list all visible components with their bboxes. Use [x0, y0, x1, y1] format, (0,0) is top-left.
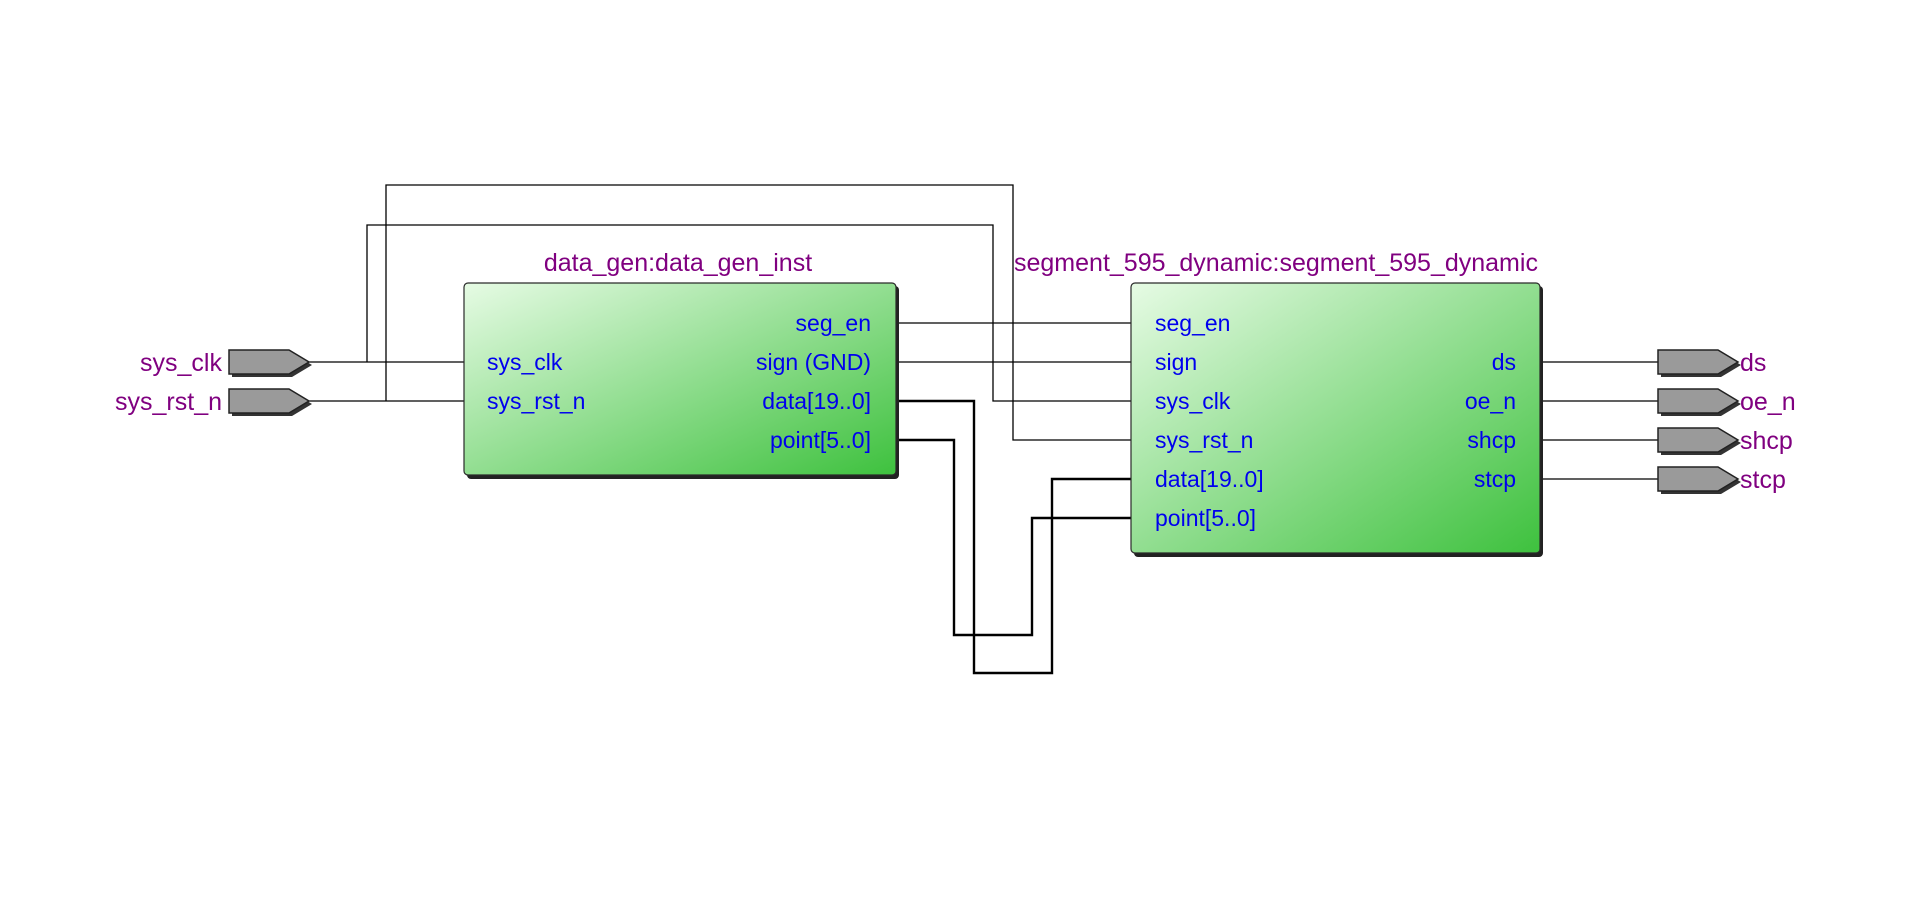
port-segment-sys-clk[interactable]: sys_clk	[1155, 388, 1231, 414]
block-data-gen-title: data_gen:data_gen_inst	[544, 249, 812, 277]
wire-sys-clk[interactable]	[309, 224, 1131, 402]
port-data-gen-seg-en[interactable]: seg_en	[796, 310, 871, 336]
wire-data-bus[interactable]	[898, 399, 1131, 675]
input-pin-icon	[228, 388, 311, 414]
output-label-ds: ds	[1740, 349, 1766, 377]
block-segment-595-dynamic[interactable]: segment_595_dynamic:segment_595_dynamic …	[1014, 249, 1543, 557]
wire-sys-rst-n[interactable]	[309, 184, 1131, 441]
port-segment-sign[interactable]: sign	[1155, 349, 1197, 375]
output-label-shcp: shcp	[1740, 427, 1793, 455]
port-segment-oe-n[interactable]: oe_n	[1465, 388, 1516, 414]
output-pin-shcp[interactable]: shcp	[1657, 427, 1793, 455]
wire-point-bus[interactable]	[898, 438, 1131, 637]
port-segment-sys-rst-n[interactable]: sys_rst_n	[1155, 427, 1253, 453]
wires	[309, 184, 1658, 675]
port-data-gen-sys-rst-n[interactable]: sys_rst_n	[487, 388, 585, 414]
port-data-gen-point[interactable]: point[5..0]	[770, 427, 871, 453]
input-label-sys-rst-n: sys_rst_n	[115, 388, 222, 416]
output-pin-ds[interactable]: ds	[1657, 349, 1766, 377]
port-segment-shcp[interactable]: shcp	[1467, 427, 1516, 453]
input-pin-sys-clk[interactable]: sys_clk	[140, 349, 312, 377]
output-label-oe-n: oe_n	[1740, 388, 1796, 416]
port-data-gen-sign[interactable]: sign (GND)	[756, 349, 871, 375]
port-segment-point[interactable]: point[5..0]	[1155, 505, 1256, 531]
block-segment-title: segment_595_dynamic:segment_595_dynamic	[1014, 249, 1538, 277]
output-label-stcp: stcp	[1740, 466, 1786, 494]
output-pin-oe-n[interactable]: oe_n	[1657, 388, 1796, 416]
output-pin-icon	[1657, 388, 1740, 414]
input-pin-icon	[228, 349, 311, 375]
port-data-gen-sys-clk[interactable]: sys_clk	[487, 349, 563, 375]
port-segment-ds[interactable]: ds	[1492, 349, 1516, 375]
input-pin-sys-rst-n[interactable]: sys_rst_n	[115, 388, 312, 416]
port-segment-stcp[interactable]: stcp	[1474, 466, 1516, 492]
input-label-sys-clk: sys_clk	[140, 349, 222, 377]
output-pin-icon	[1657, 349, 1740, 375]
output-pin-icon	[1657, 466, 1740, 492]
port-segment-seg-en[interactable]: seg_en	[1155, 310, 1230, 336]
port-data-gen-data[interactable]: data[19..0]	[762, 388, 871, 414]
output-pin-icon	[1657, 427, 1740, 453]
port-segment-data[interactable]: data[19..0]	[1155, 466, 1264, 492]
block-data-gen[interactable]: data_gen:data_gen_inst sys_clk sys_rst_n…	[463, 249, 899, 479]
output-pin-stcp[interactable]: stcp	[1657, 466, 1786, 494]
